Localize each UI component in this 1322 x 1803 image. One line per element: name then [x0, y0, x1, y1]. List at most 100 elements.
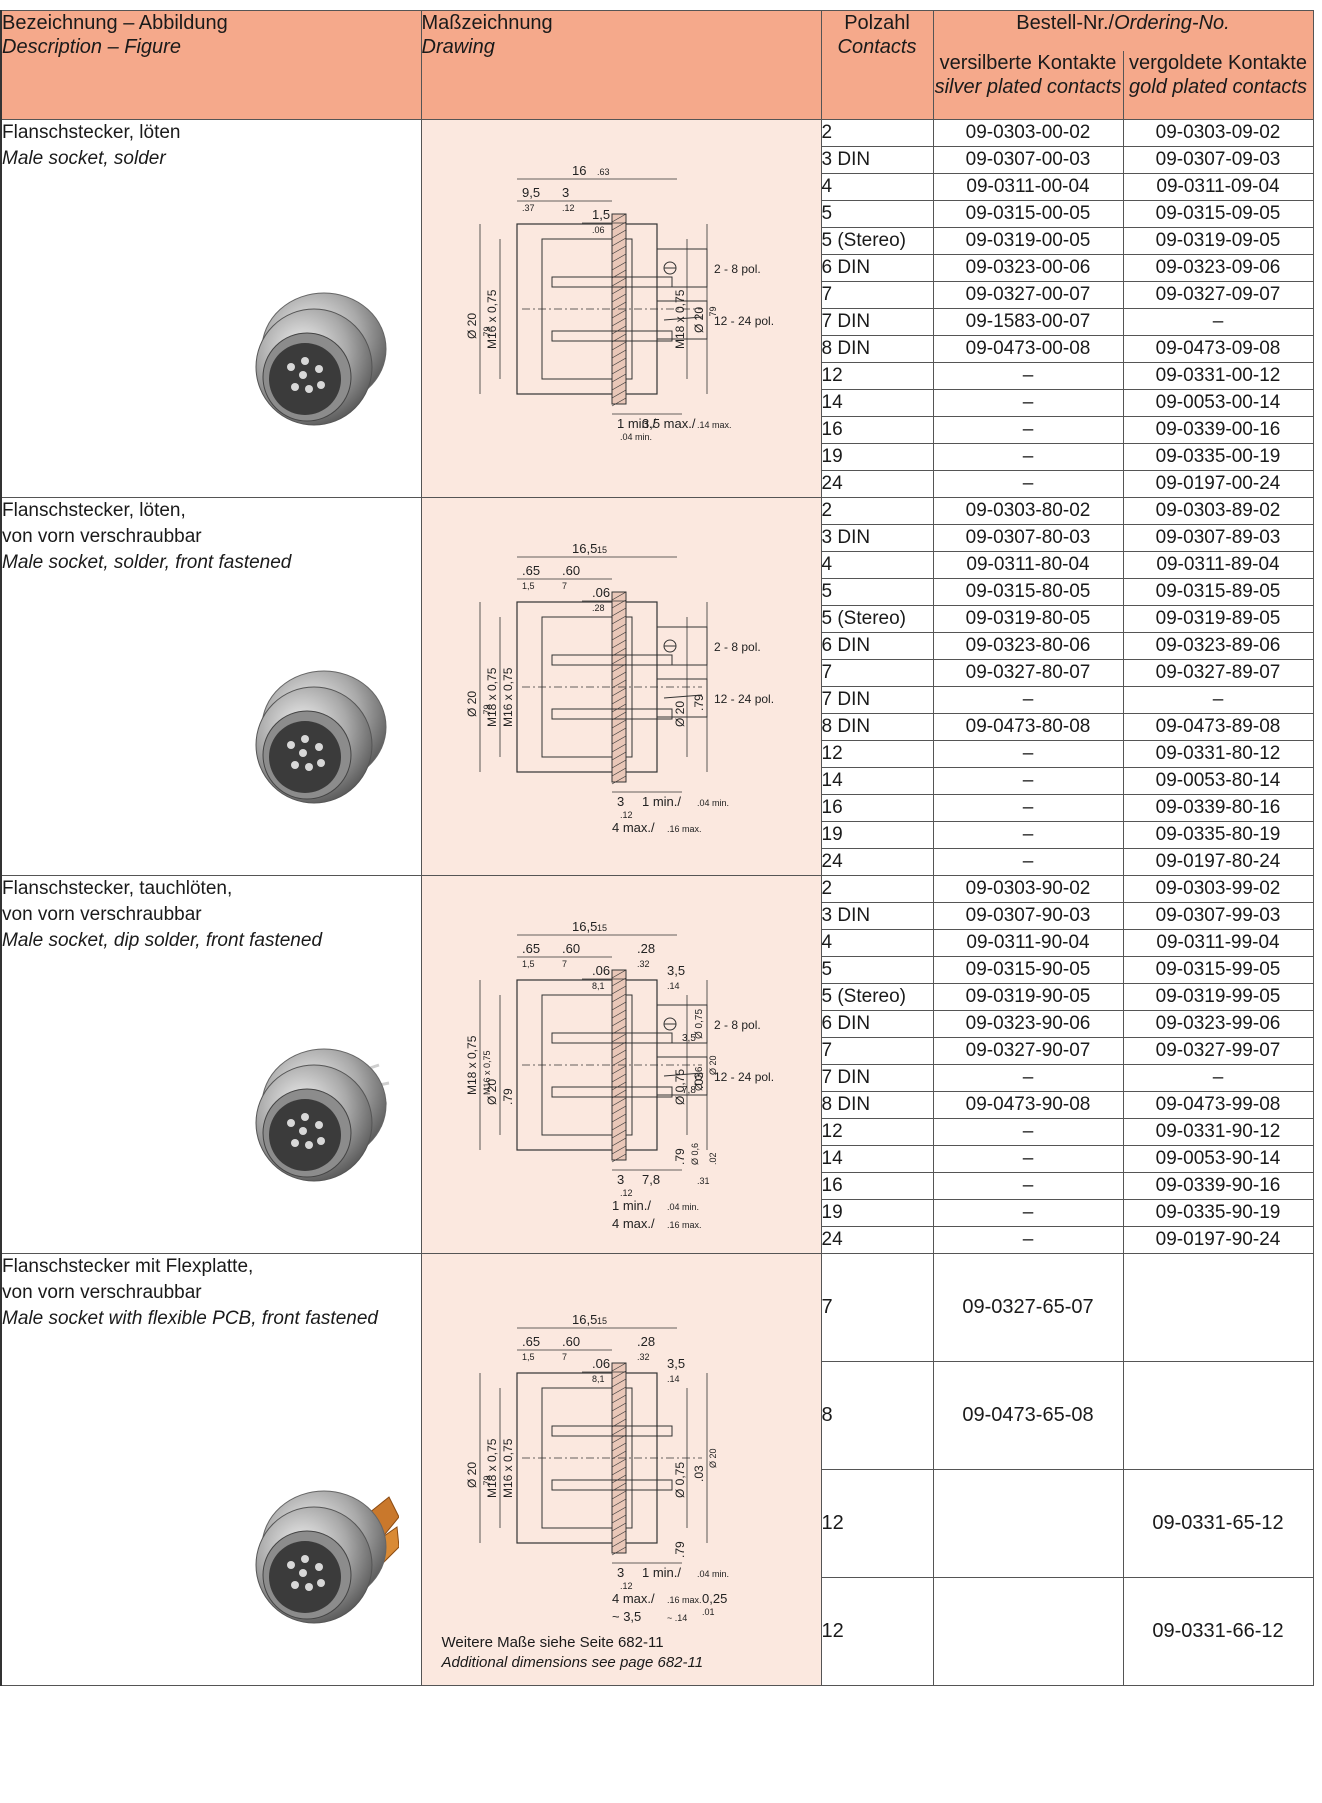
dimension-label: 4 max./ [612, 820, 655, 835]
table-row: 14–09-0053-80-14 [1, 767, 1314, 795]
gold-order-number: 09-0311-09-04 [1122, 173, 1314, 201]
dimension-label: .79 [673, 1148, 687, 1165]
header-order-de: Bestell-Nr./ [1016, 12, 1115, 34]
dimension-label: Ø 0,6 [694, 1066, 705, 1091]
contacts-cell: 8 DIN [820, 335, 934, 363]
dimension-label: .28 [592, 603, 605, 613]
description-de: Flanschstecker, tauchlöten, [2, 878, 233, 899]
gold-order-number: 09-0331-80-12 [1122, 740, 1314, 768]
contacts-cell: 19 [820, 821, 934, 849]
product-table: Bezeichnung – Abbildung Description – Fi… [0, 10, 1314, 1686]
dimension-label: .28 [637, 1334, 655, 1349]
silver-order-number: – [932, 416, 1124, 444]
gold-order-number: 09-0335-00-19 [1122, 443, 1314, 471]
dimension-label: 7 [562, 581, 567, 591]
table-row: 12–09-0331-90-12 [1, 1118, 1314, 1146]
contacts-cell: 16 [820, 416, 934, 444]
dimension-label: 1 min./ [642, 1565, 681, 1580]
dimension-label: .14 [667, 981, 680, 991]
silver-order-number: 09-0315-80-05 [932, 578, 1124, 606]
dimension-label: .03 [692, 1465, 706, 1482]
dimension-label: .79 [482, 326, 492, 339]
gold-order-number: 09-0473-99-08 [1122, 1091, 1314, 1119]
dimension-label: .16 max. [667, 824, 702, 834]
dimension-label: Ø 20 [465, 691, 479, 717]
contacts-cell: 7 [820, 1037, 934, 1065]
contacts-cell: 5 (Stereo) [820, 227, 934, 255]
description-en: Male socket, solder [2, 148, 166, 169]
description-de: von vorn verschraubbar [2, 1282, 202, 1303]
dimension-label: Ø 20 [692, 307, 706, 333]
table-row: 19–09-0335-80-19 [1, 821, 1314, 849]
connector-photo [255, 292, 386, 426]
dimension-label: 3,5 [667, 963, 685, 978]
silver-order-number: – [932, 821, 1124, 849]
gold-order-number: 09-0327-89-07 [1122, 659, 1314, 687]
contacts-cell: 7 DIN [820, 686, 934, 714]
header-gold: vergoldete Kontakte gold plated contacts [1122, 51, 1314, 120]
gold-order-number: – [1122, 308, 1314, 336]
gold-order-number: 09-0315-99-05 [1122, 956, 1314, 984]
contacts-cell: 6 DIN [820, 254, 934, 282]
dimension-label: .79 [692, 694, 706, 711]
connector-photo [255, 1490, 400, 1624]
silver-order-number: 09-0323-80-06 [932, 632, 1124, 660]
gold-order-number: 09-0331-00-12 [1122, 362, 1314, 390]
silver-order-number: 09-0319-80-05 [932, 605, 1124, 633]
contacts-cell: 5 [820, 200, 934, 228]
contacts-cell: 7 [820, 281, 934, 309]
dimension-label: 4 max./ [612, 1591, 655, 1606]
dimension-label: .79 [673, 1541, 687, 1558]
dimension-label: .06 [592, 225, 605, 235]
gold-order-number: 09-0315-89-05 [1122, 578, 1314, 606]
contacts-cell: 4 [820, 551, 934, 579]
gold-order-number: 09-0327-09-07 [1122, 281, 1314, 309]
dimension-label: M18 x 0,75 [485, 667, 499, 727]
dimension-label: Ø 0,75 [673, 1069, 687, 1105]
dimension-label: 8,1 [592, 981, 605, 991]
pol-label: 2 - 8 pol. [714, 1018, 761, 1032]
dimension-label: .16 max. [667, 1220, 702, 1230]
pol-label: 12 - 24 pol. [714, 1070, 774, 1084]
contacts-cell: 12 [820, 1469, 934, 1578]
dimension-label: 1 min./ [612, 1198, 651, 1213]
dimension-label: .60 [562, 941, 580, 956]
contacts-cell: 7 DIN [820, 308, 934, 336]
dimension-label: M16 x 0,75 [501, 1438, 515, 1498]
pol-label: 2 - 8 pol. [714, 262, 761, 276]
gold-order-number: 09-0339-90-16 [1122, 1172, 1314, 1200]
silver-order-number: – [932, 740, 1124, 768]
dimension-label: .03 [692, 1072, 706, 1089]
silver-order-number: 09-0307-00-03 [932, 146, 1124, 174]
dimension-label: 15 [597, 545, 607, 555]
gold-order-number: 09-0335-80-19 [1122, 821, 1314, 849]
dimension-label: .31 [697, 1176, 710, 1186]
gold-order-number: 09-0053-80-14 [1122, 767, 1314, 795]
contacts-cell: 16 [820, 1172, 934, 1200]
dimension-label: 7 [562, 1352, 567, 1362]
dimension-label: Ø 20 [673, 701, 687, 727]
dimension-label: 3 [617, 1565, 624, 1580]
dimension-label: 15 [597, 923, 607, 933]
dimension-label: 3 [617, 794, 624, 809]
header-drawing-de: Maßzeichnung [421, 12, 553, 34]
gold-order-number: 09-0319-09-05 [1122, 227, 1314, 255]
gold-order-number: 09-0197-00-24 [1122, 470, 1314, 498]
dimension-label: 1 min./ [617, 416, 656, 431]
gold-order-number: 09-0331-66-12 [1122, 1577, 1314, 1686]
dimension-label: Ø 0,6 [690, 1143, 700, 1165]
dimension-label: 3 [617, 1172, 624, 1187]
header-gold-en: gold plated contacts [1129, 76, 1307, 98]
silver-order-number: 09-0307-80-03 [932, 524, 1124, 552]
gold-order-number: 09-0197-90-24 [1122, 1226, 1314, 1254]
dimension-label: 7,8 [642, 1172, 660, 1187]
dimension-label: .04 min. [667, 1202, 699, 1212]
